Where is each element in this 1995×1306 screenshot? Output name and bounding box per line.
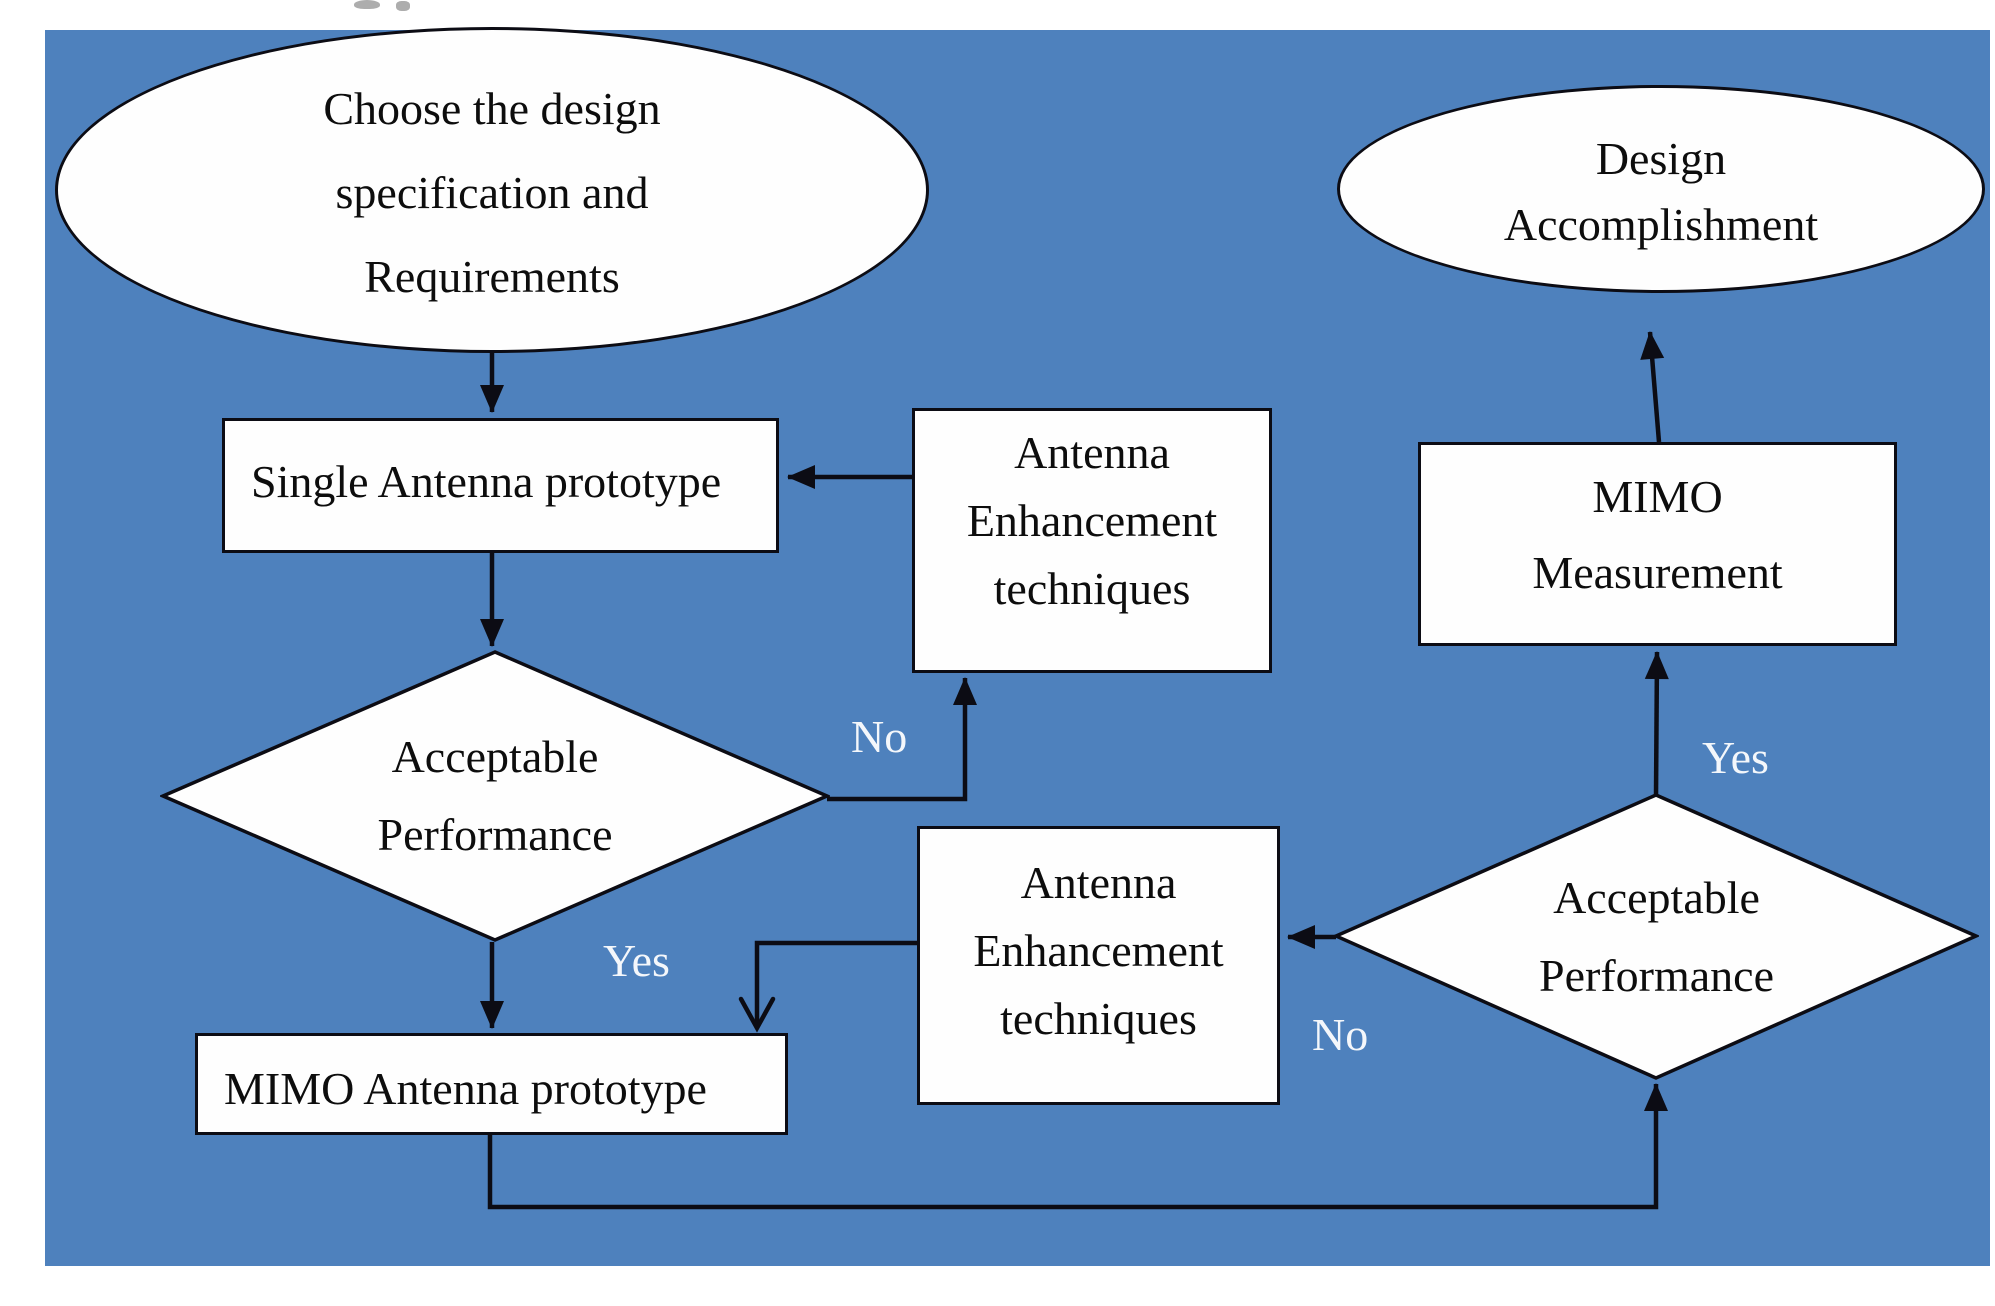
node-mimo-measurement-text: MIMO Measurement (1532, 471, 1783, 598)
node-decision2-text: Acceptable Performance (1539, 872, 1774, 1001)
node-start-text: Choose the design specification and Requ… (323, 83, 661, 302)
node-end-text: Design Accomplishment (1503, 133, 1819, 250)
edge-decision1-no (827, 677, 977, 802)
node-mimo-antenna-label: MIMO Antenna prototype (224, 1063, 707, 1114)
node-decision-acceptable-performance-2: Acceptable Performance (1334, 793, 1979, 1080)
diamond-shape (1334, 793, 1979, 1080)
cropped-text-artifact (352, 0, 422, 11)
node-end-ellipse: Design Accomplishment (1337, 85, 1985, 293)
node-single-antenna-label: Single Antenna prototype (251, 456, 722, 507)
node-antenna-enhancement-top: Antenna Enhancement techniques (912, 408, 1272, 673)
edge-label-yes-left: Yes (603, 935, 670, 986)
edge-enh-mid-to-mimo-proto (754, 940, 917, 1024)
node-antenna-enhancement-top-text: Antenna Enhancement techniques (966, 427, 1218, 614)
diamond-shape (160, 650, 830, 942)
edge-label-yes-right: Yes (1702, 732, 1769, 783)
edge-measure-to-end (1640, 331, 1665, 443)
node-antenna-enhancement-mid: Antenna Enhancement techniques (917, 826, 1280, 1105)
edge-label-no-left: No (851, 711, 908, 762)
node-mimo-measurement: MIMO Measurement (1418, 442, 1897, 646)
edge-label-no-right: No (1312, 1009, 1369, 1060)
edge-mimo-proto-to-decision2 (487, 1083, 1668, 1210)
node-antenna-enhancement-mid-text: Antenna Enhancement techniques (973, 857, 1224, 1044)
edge-enh-mid-arrowhead (738, 996, 776, 1033)
edge-decision2-yes (1644, 651, 1669, 797)
node-decision-acceptable-performance-1: Acceptable Performance (160, 650, 830, 942)
node-start-ellipse: Choose the design specification and Requ… (55, 27, 929, 353)
node-decision1-text: Acceptable Performance (377, 731, 613, 860)
node-mimo-antenna-prototype: MIMO Antenna prototype (195, 1033, 788, 1135)
node-single-antenna-prototype: Single Antenna prototype (222, 418, 779, 553)
